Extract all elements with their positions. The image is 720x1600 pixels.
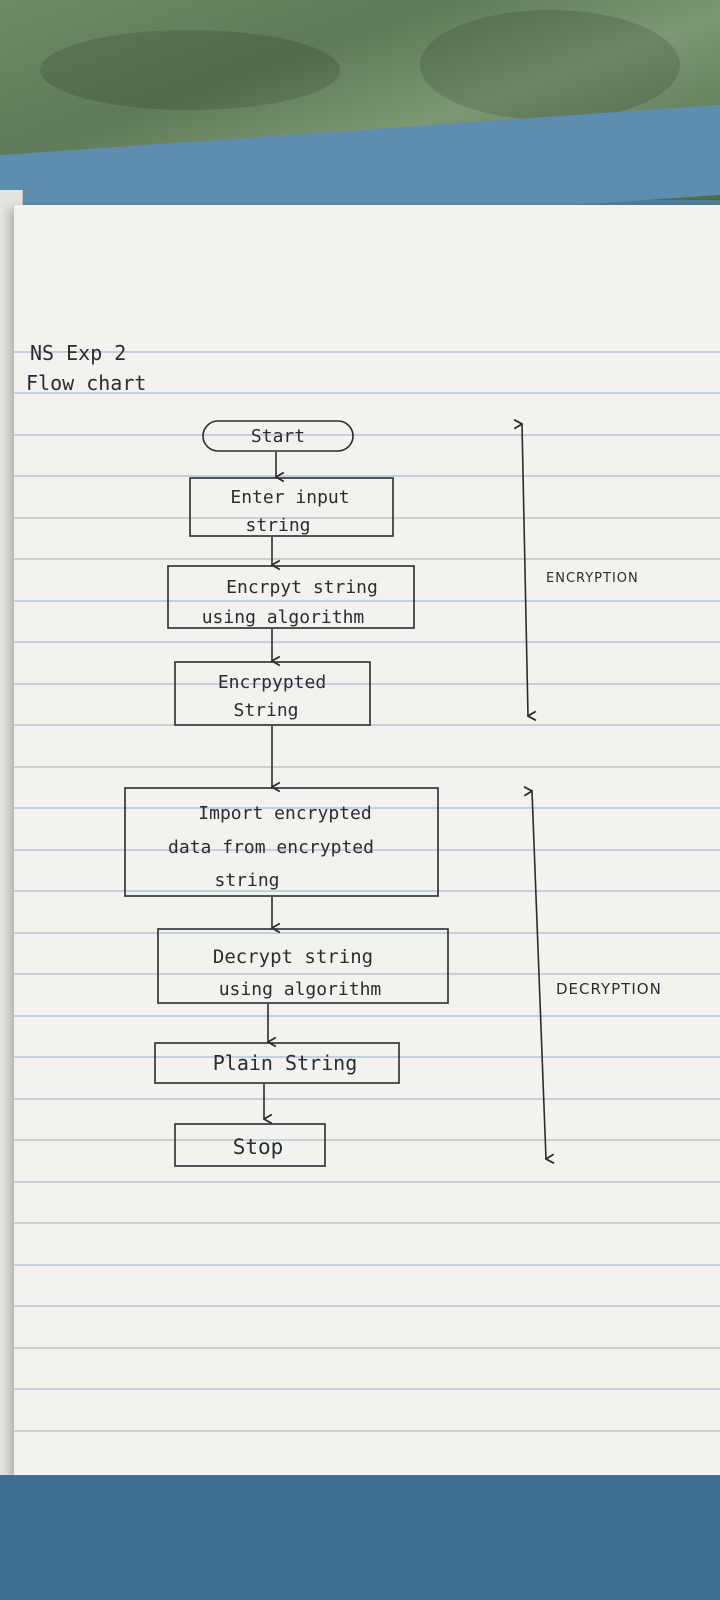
stop-label: Stop xyxy=(233,1135,284,1159)
import-label-2: data from encrypted xyxy=(168,837,374,858)
encrypted-label-1: Encrpypted xyxy=(218,672,326,693)
header-line-1: NS Exp 2 xyxy=(30,341,126,365)
notebook-page xyxy=(14,205,720,1475)
encryption-section-label: ENCRYPTION xyxy=(546,571,639,586)
decrypt-box xyxy=(157,928,449,1004)
ruled-lines xyxy=(14,351,720,1432)
start-terminal xyxy=(202,420,354,452)
decrypt-label-1: Decrypt string xyxy=(213,946,373,968)
encryption-range-arrow xyxy=(522,424,528,716)
import-box xyxy=(124,787,439,897)
import-label-3: string xyxy=(214,870,279,891)
decrypt-label-2: using algorithm xyxy=(219,979,382,1000)
cloth-fold xyxy=(40,30,340,110)
plain-string-label: Plain String xyxy=(213,1051,358,1075)
import-label-1: Import encrypted xyxy=(198,803,371,824)
enter-input-box xyxy=(189,477,394,537)
encrypt-label-1: Encrpyt string xyxy=(226,577,378,598)
encrypted-label-2: String xyxy=(233,700,298,721)
flowchart-labels: Start Enter input string Encrpyt string … xyxy=(168,426,381,1159)
decryption-range-arrow xyxy=(532,791,546,1159)
encrypt-box xyxy=(167,565,415,629)
stop-box xyxy=(174,1123,326,1167)
enter-input-label-1: Enter input xyxy=(230,487,349,508)
flowchart xyxy=(124,420,546,1167)
start-label: Start xyxy=(251,426,305,447)
cloth-fold xyxy=(420,10,680,120)
decryption-section-label: DECRYPTION xyxy=(556,980,662,998)
header-line-2: Flow chart xyxy=(26,371,146,395)
enter-input-label-2: string xyxy=(245,515,310,536)
table-surface-bottom xyxy=(0,1475,720,1600)
encrypt-label-2: using algorithm xyxy=(202,607,365,628)
plain-string-box xyxy=(154,1042,400,1084)
